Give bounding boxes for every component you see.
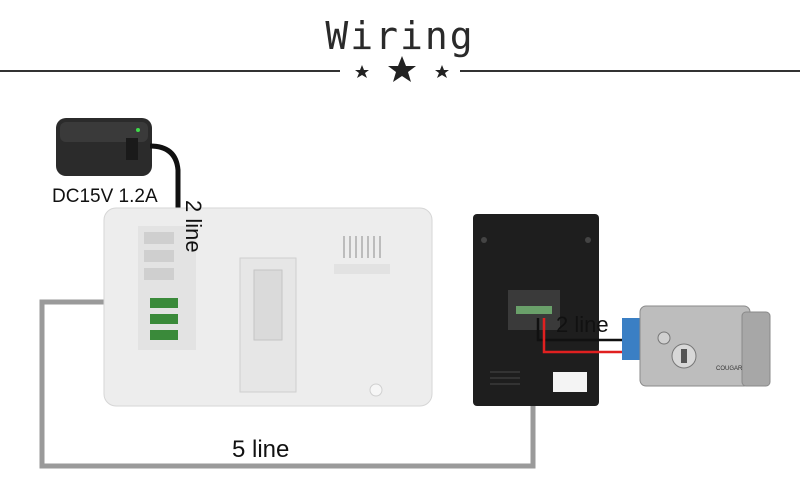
lock-brand-text: COUGAR bbox=[716, 366, 743, 372]
outdoor-camera-unit bbox=[473, 214, 599, 406]
five-line-label: 5 line bbox=[232, 436, 290, 463]
lock-wires bbox=[536, 318, 640, 354]
lock-two-line-label: 2 line bbox=[556, 312, 609, 337]
monitor-two-line-label: 2 line bbox=[181, 200, 206, 253]
indoor-monitor bbox=[103, 207, 433, 407]
divider-stars bbox=[355, 56, 449, 82]
star-large-icon bbox=[388, 56, 416, 82]
adapter-label: DC15V 1.2A bbox=[52, 186, 158, 207]
star-small-right-icon bbox=[435, 65, 449, 78]
diagram-title: Wiring bbox=[325, 14, 475, 58]
star-small-left-icon bbox=[355, 65, 369, 78]
terminal-blocks bbox=[144, 232, 178, 340]
electric-lock: COUGAR bbox=[622, 305, 771, 387]
power-adapter bbox=[56, 118, 181, 290]
title-divider bbox=[0, 70, 800, 72]
five-line-cable bbox=[39, 299, 536, 469]
speaker-grille bbox=[343, 236, 381, 258]
